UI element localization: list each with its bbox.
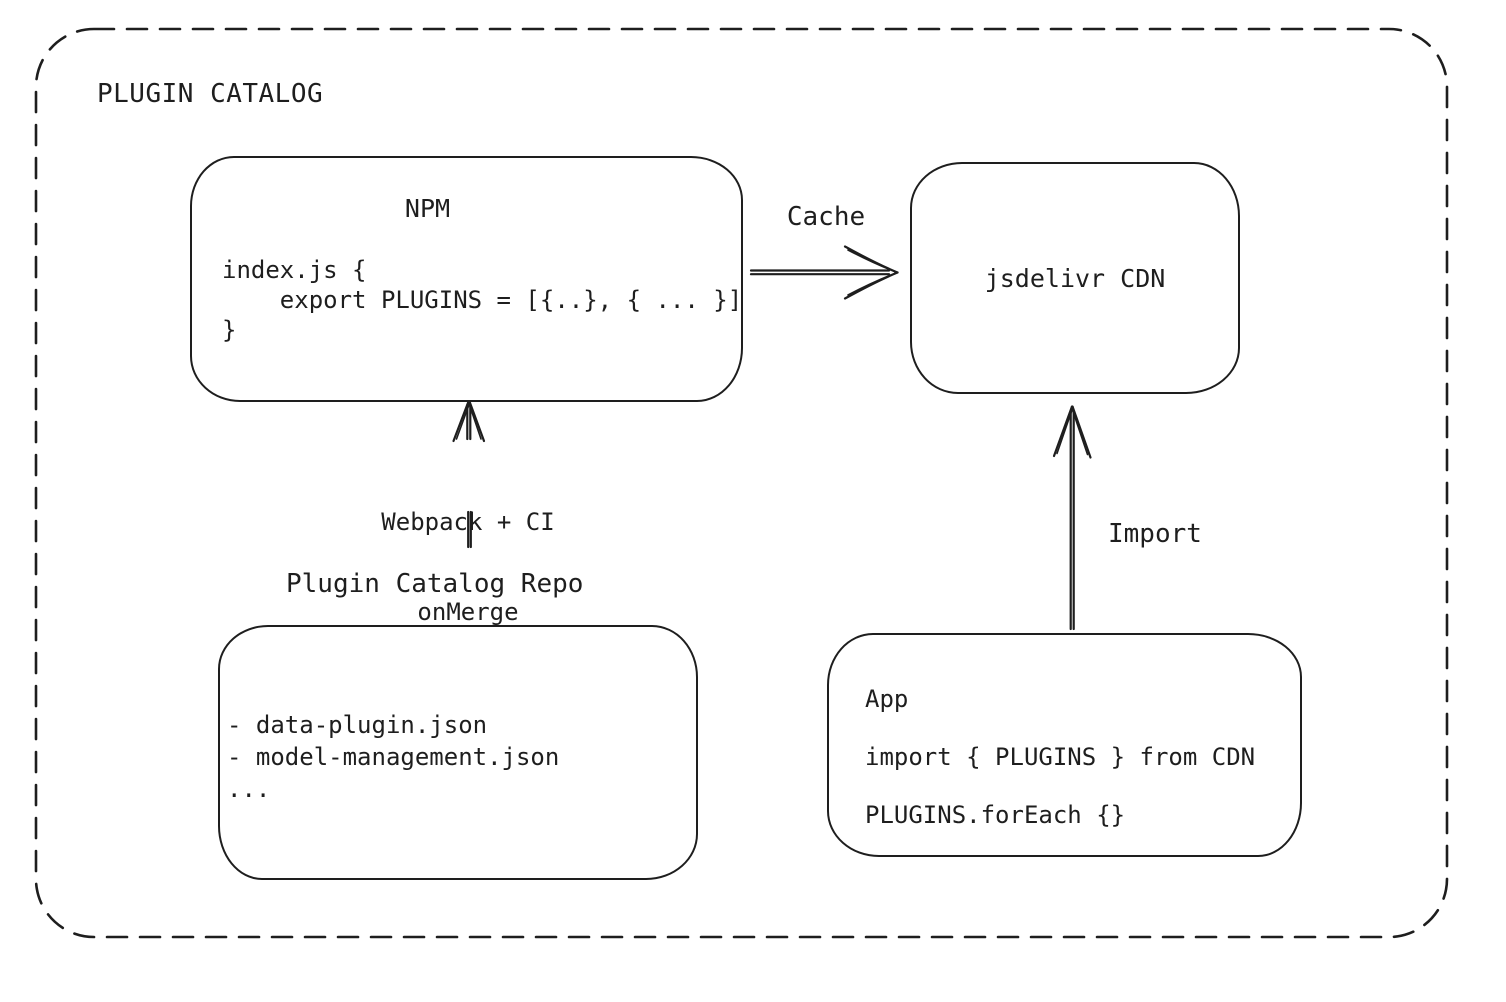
npm-code-line: index.js {: [222, 256, 367, 284]
node-plugin-catalog-repo: - data-plugin.json - model-management.js…: [218, 625, 698, 880]
webpack-ci-edge-label: Webpack + CI onMerge: [318, 447, 618, 687]
repo-file-item: - data-plugin.json: [227, 711, 488, 739]
app-node-title: App: [865, 685, 909, 713]
import-edge-label: Import: [1108, 519, 1202, 549]
app-code-block: App import { PLUGINS } from CDN PLUGINS.…: [865, 670, 1255, 844]
repo-file-list: - data-plugin.json - model-management.js…: [227, 709, 559, 805]
npm-code-block: index.js { export PLUGINS = [{..}, { ...…: [222, 255, 742, 345]
node-npm: NPM index.js { export PLUGINS = [{..}, {…: [190, 156, 743, 402]
cdn-node-title: jsdelivr CDN: [984, 263, 1166, 293]
cache-edge-label: Cache: [786, 202, 866, 232]
diagram-title: PLUGIN CATALOG: [97, 79, 324, 109]
webpack-ci-arrow-icon: [452, 400, 486, 549]
repo-file-item: ...: [227, 775, 271, 803]
repo-file-item: - model-management.json: [227, 743, 560, 771]
webpack-ci-label-line: onMerge: [417, 598, 519, 626]
npm-code-line: }: [222, 316, 237, 344]
import-arrow-icon: [1052, 405, 1092, 631]
node-app: App import { PLUGINS } from CDN PLUGINS.…: [827, 633, 1302, 857]
webpack-ci-label-line: Webpack + CI: [381, 508, 555, 536]
catalog-boundary: [34, 27, 1449, 939]
npm-code-line: export PLUGINS = [{..}, { ... }]: [222, 286, 743, 314]
cache-arrow-icon: [749, 245, 899, 300]
node-jsdelivr-cdn: jsdelivr CDN: [910, 162, 1240, 394]
repo-node-title: Plugin Catalog Repo: [286, 569, 584, 599]
app-code-line: PLUGINS.forEach {}: [865, 801, 1126, 829]
app-code-line: import { PLUGINS } from CDN: [865, 743, 1256, 771]
npm-node-title: NPM: [404, 194, 451, 223]
